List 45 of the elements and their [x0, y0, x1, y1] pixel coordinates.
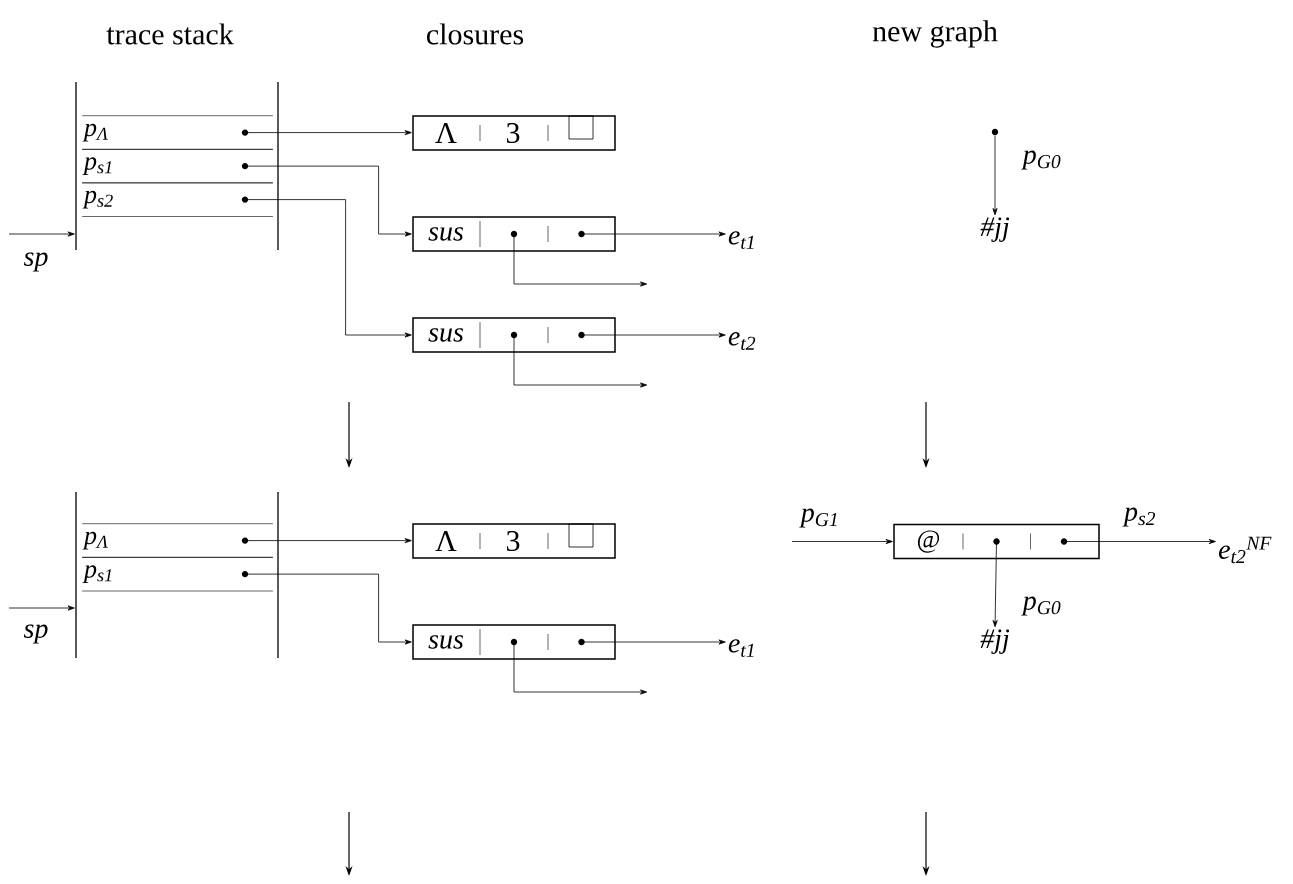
edge-label: p$_{G0}$ — [1021, 150, 1061, 170]
suspension-box: sus — [412, 624, 616, 660]
expression-label: e$_{t2}$ — [728, 332, 756, 350]
stack-frame — [75, 491, 279, 659]
arrow — [581, 231, 726, 237]
application-box: @ — [893, 523, 1100, 560]
node-label: p$_{s2}$ — [82, 190, 113, 209]
arrow — [244, 538, 412, 544]
stack-entry: p$_{s1}$ — [81, 148, 274, 184]
expression-label: e$_{t2}$NF — [1219, 536, 1272, 564]
expression-label: e$_{t1}$ — [728, 639, 754, 657]
node-label: p$_{s1}$ — [82, 157, 112, 175]
edge-label: sp — [23, 624, 48, 644]
stack-entry: p$_{s2}$ — [81, 182, 274, 217]
arrow — [8, 231, 75, 237]
closure-box: Λ 3 — [412, 523, 616, 559]
stack-entry: p$_{Λ}$ — [81, 115, 274, 150]
expression-label: e$_{t1}$ — [728, 231, 754, 249]
arrow — [992, 541, 998, 628]
edge-label: p$_{G1}$ — [799, 508, 837, 528]
arrow — [791, 539, 893, 545]
arrow — [244, 130, 412, 136]
column-heading: closures — [427, 23, 524, 45]
arrow — [992, 135, 998, 216]
arrow — [1064, 539, 1216, 545]
edge-label: p$_{s2}$ — [1122, 507, 1156, 527]
suspension-box: sus — [412, 216, 616, 252]
stack-entry: p$_{Λ}$ — [81, 523, 274, 558]
closure-box: Λ 3 — [412, 115, 616, 151]
column-heading: new graph — [872, 20, 998, 48]
edge-label: p$_{G0}$ — [1021, 596, 1061, 616]
suspension-box: sus — [412, 317, 616, 353]
edge-label: sp — [23, 252, 48, 272]
column-heading: trace stack — [106, 23, 234, 45]
arrow — [8, 605, 75, 611]
node-label: p$_{s1}$ — [82, 565, 112, 583]
arrow — [581, 639, 726, 645]
node-label: p$_{Λ}$ — [82, 531, 108, 550]
expression-label: #jj — [980, 629, 1010, 654]
arrow — [244, 199, 412, 338]
stack-frame — [75, 81, 279, 251]
arrow — [581, 332, 726, 338]
node-label: p$_{Λ}$ — [82, 123, 108, 142]
expression-label: #jj — [980, 217, 1010, 242]
stack-entry: p$_{s1}$ — [81, 556, 274, 592]
